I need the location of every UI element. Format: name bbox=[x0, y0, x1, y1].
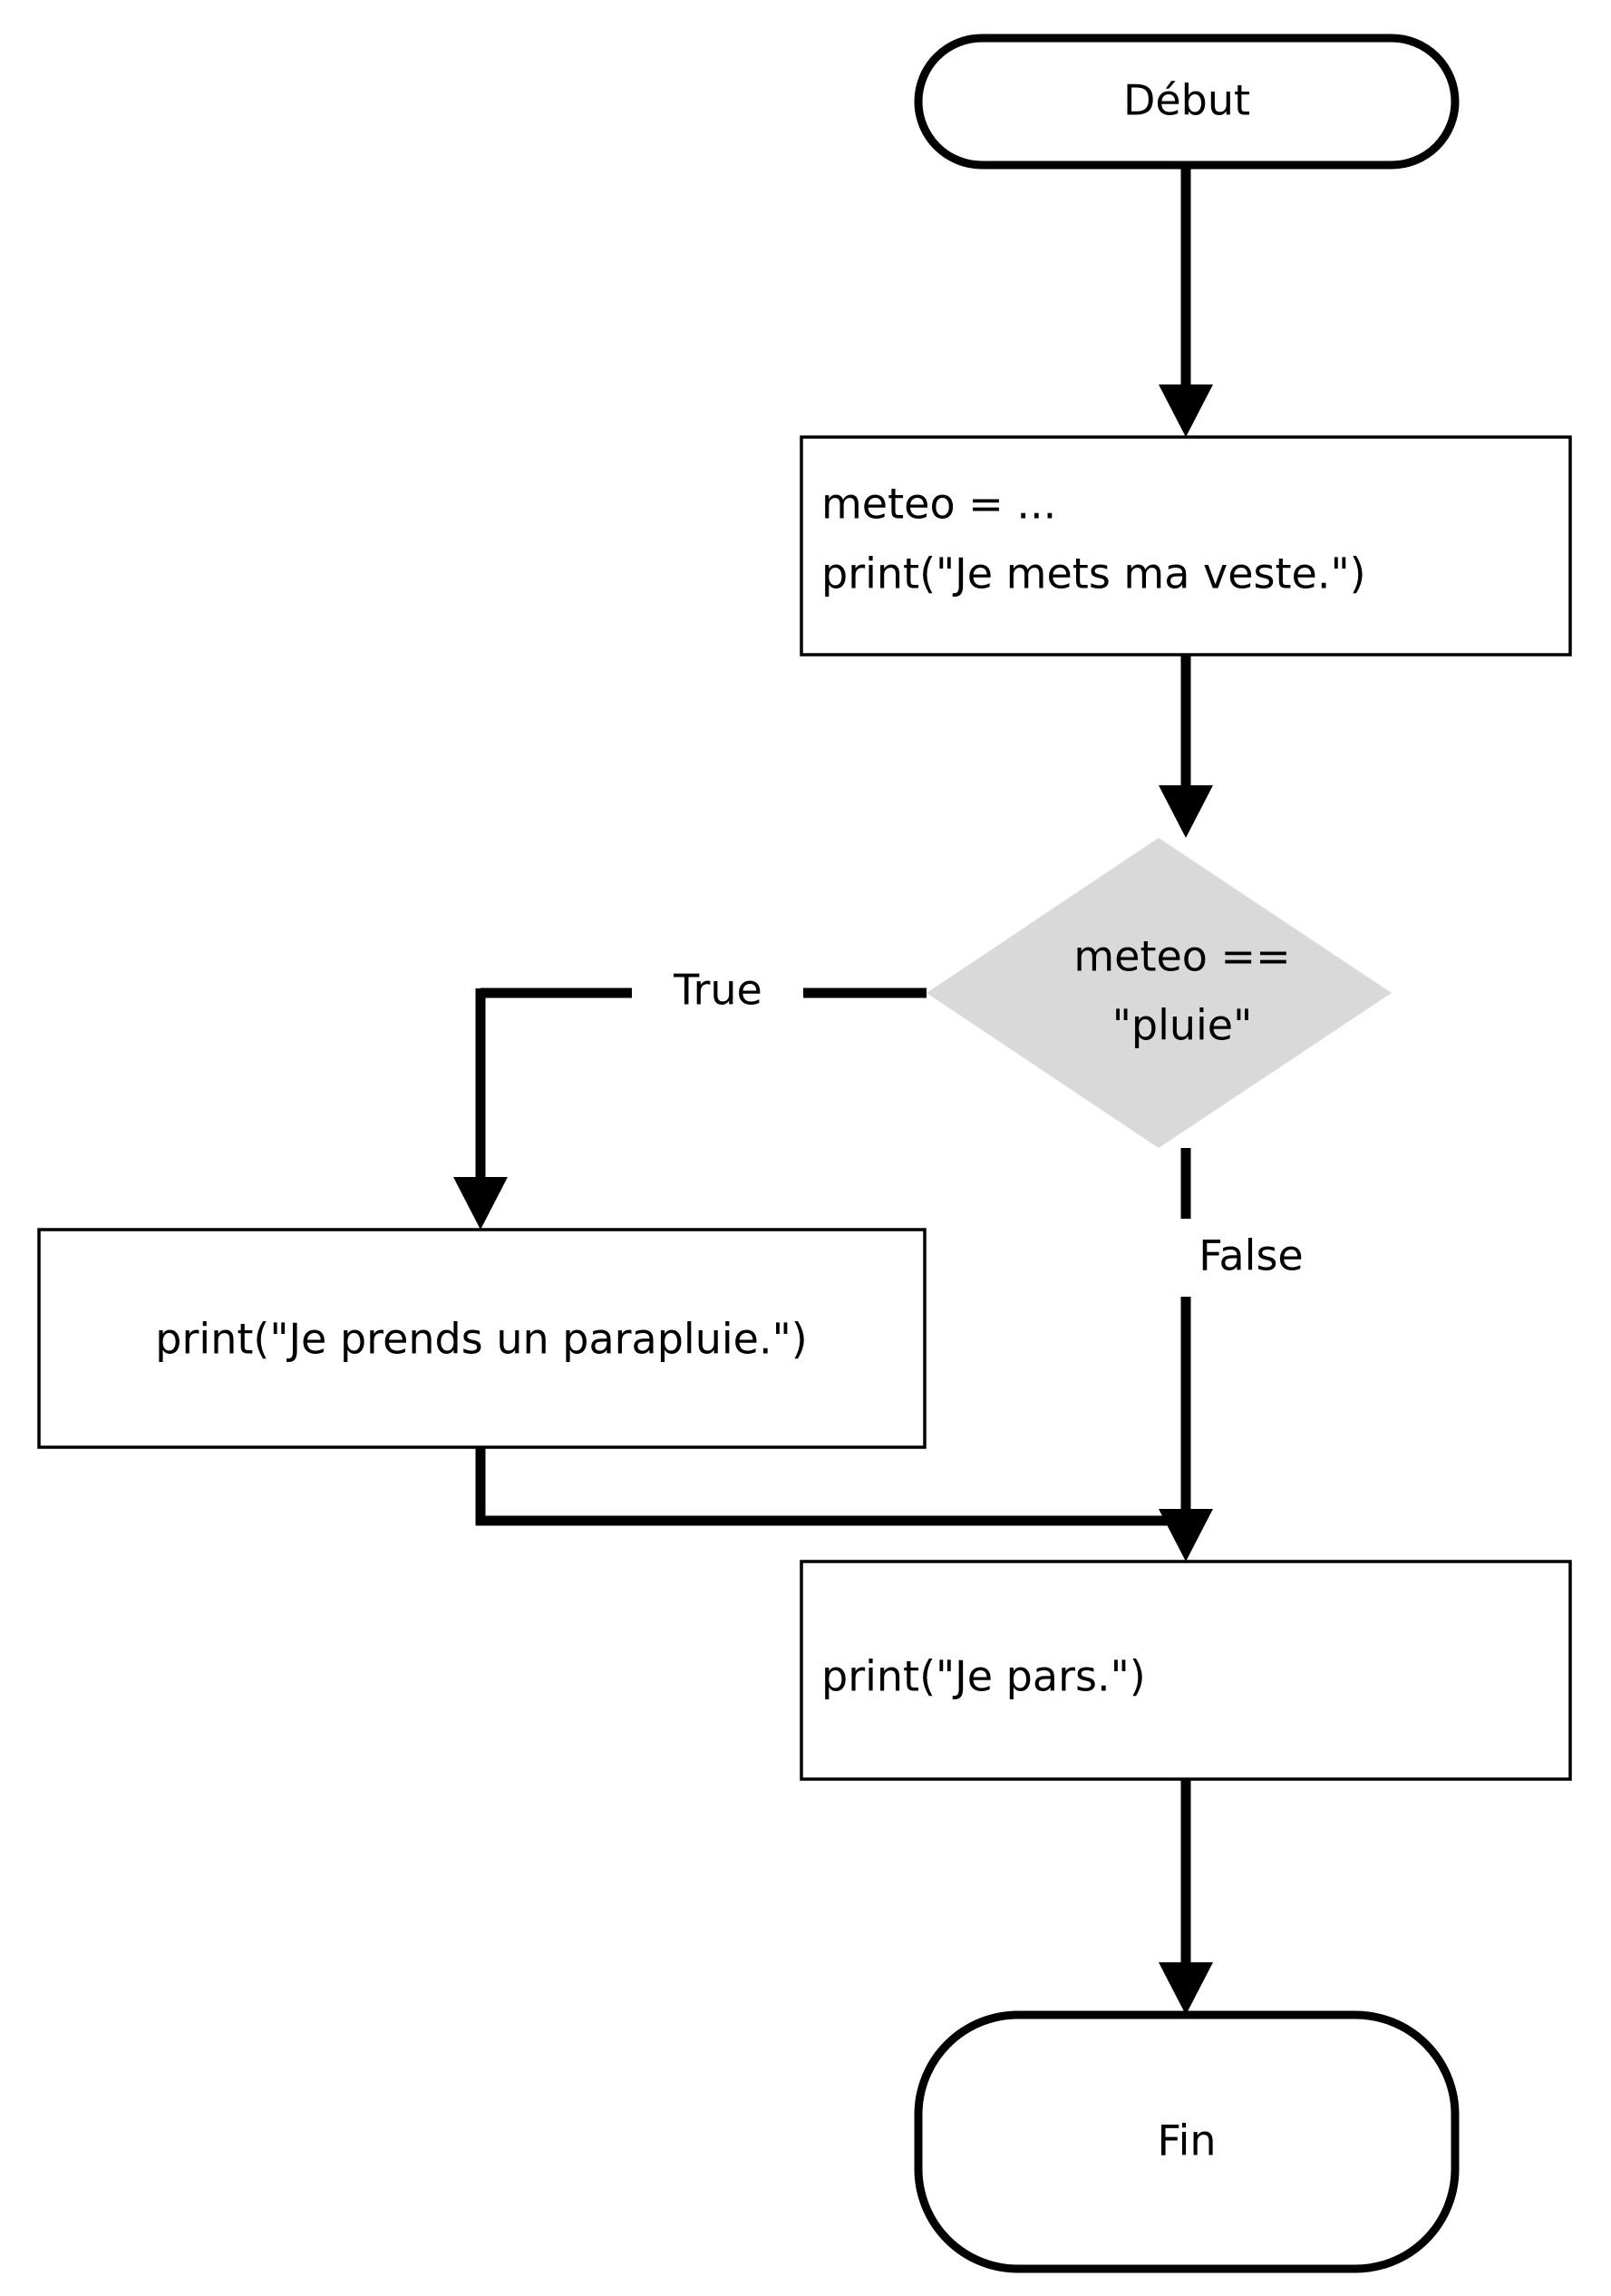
arrow-head-icon bbox=[1159, 384, 1213, 437]
arrow-head-icon bbox=[453, 1177, 508, 1230]
edge-decision-false: False bbox=[1159, 1148, 1304, 1561]
decision-diamond-shape bbox=[927, 838, 1392, 1148]
edge-umbrella-to-merge bbox=[475, 1447, 1190, 1526]
umbrella-label: print("Je prends un parapluie.") bbox=[155, 1315, 807, 1364]
node-end[interactable]: Fin bbox=[914, 2010, 1460, 2273]
edge-label-false: False bbox=[1199, 1231, 1303, 1280]
start-label: Début bbox=[1123, 76, 1250, 125]
init-process-shape bbox=[800, 435, 1572, 657]
umbrella-process-shape bbox=[37, 1228, 927, 1449]
end-terminal-shape bbox=[914, 2010, 1460, 2273]
arrow-head-icon bbox=[1159, 1962, 1213, 2015]
decision-line-2: "pluie" bbox=[1112, 1001, 1253, 1050]
edge-decision-true: True bbox=[453, 966, 927, 1230]
node-start[interactable]: Début bbox=[914, 34, 1460, 170]
init-line-1: meteo = ... bbox=[821, 480, 1056, 529]
edge-start-to-init bbox=[1159, 161, 1213, 437]
end-label: Fin bbox=[1157, 2116, 1216, 2165]
start-terminal-shape bbox=[914, 34, 1460, 170]
leave-label: print("Je pars.") bbox=[821, 1652, 1146, 1701]
init-line-2: print("Je mets ma veste.") bbox=[821, 550, 1366, 598]
edge-init-to-decision bbox=[1159, 655, 1213, 838]
decision-line-1: meteo == bbox=[1073, 932, 1290, 981]
edge-leave-to-end bbox=[1159, 1779, 1213, 2015]
node-decision[interactable]: meteo == "pluie" bbox=[927, 838, 1392, 1148]
node-leave-process[interactable]: print("Je pars.") bbox=[800, 1560, 1572, 1781]
node-umbrella-process[interactable]: print("Je prends un parapluie.") bbox=[37, 1228, 927, 1449]
arrow-head-icon bbox=[1159, 785, 1213, 838]
node-init-process[interactable]: meteo = ... print("Je mets ma veste.") bbox=[800, 435, 1572, 657]
edge-label-true: True bbox=[673, 966, 762, 1015]
leave-process-shape bbox=[800, 1560, 1572, 1781]
